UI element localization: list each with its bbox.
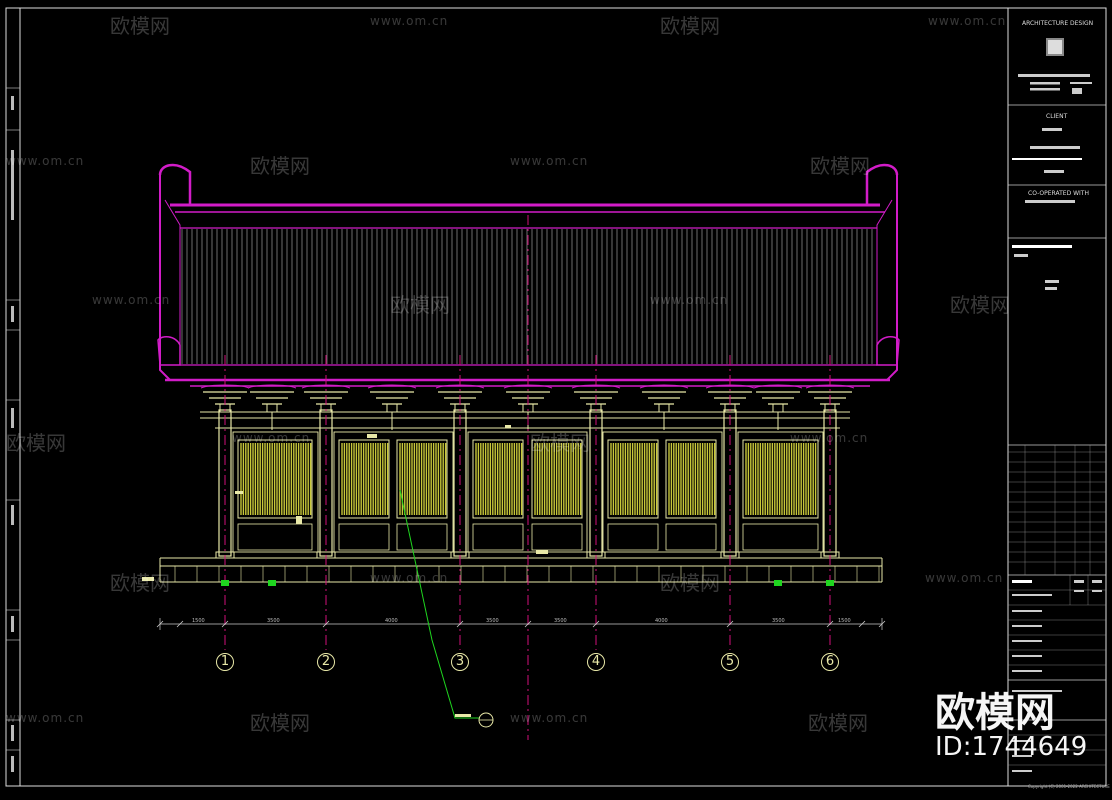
dimension-tick <box>456 620 464 628</box>
bracket-block <box>386 403 398 413</box>
door-panel-frame <box>742 439 819 519</box>
door-lower-panel <box>665 523 717 551</box>
title-block-marks <box>1012 38 1102 772</box>
axis-lines <box>221 355 834 650</box>
roof-right-mask <box>876 335 900 366</box>
title-block-lines <box>1008 104 1106 721</box>
left-strip-marks <box>11 96 14 772</box>
client-label: CLIENT <box>1046 113 1068 120</box>
dimension-tick <box>156 620 164 628</box>
drawing-tags <box>142 425 548 581</box>
dimension-tick <box>592 620 600 628</box>
dimension-text: 3500 <box>554 618 567 624</box>
axis-label-5: 5 <box>721 653 739 671</box>
dimension-tick <box>858 620 866 628</box>
dimension-text: 1500 <box>192 618 205 624</box>
base-platform <box>159 557 883 583</box>
roof-left-mask <box>157 335 181 366</box>
callout-leader <box>399 489 480 719</box>
bay-frame <box>333 431 454 553</box>
axis-label-1: 1 <box>216 653 234 671</box>
roof-right-edge <box>886 175 898 381</box>
door-panel-frame <box>607 439 659 519</box>
door-lower-panel <box>531 523 583 551</box>
door-lower-panel <box>396 523 448 551</box>
dimension-tick <box>322 620 330 628</box>
door-lower-panel <box>607 523 659 551</box>
bay-frame <box>737 431 824 553</box>
axis-foot-marker <box>826 580 834 586</box>
axis-foot-marker <box>221 580 229 586</box>
door-panels <box>232 431 824 553</box>
title-block-grid <box>1008 445 1106 766</box>
axis-label-3: 3 <box>451 653 469 671</box>
dimension-text: 3500 <box>772 618 785 624</box>
bay-frame <box>602 431 723 553</box>
roof-tile-rows <box>181 229 873 364</box>
axis-foot-marker <box>268 580 276 586</box>
roof-left-ridge-end <box>164 199 181 360</box>
axis-label-2: 2 <box>317 653 335 671</box>
door-lower-panel <box>237 523 313 551</box>
bracket-arm <box>247 384 297 389</box>
left-strip-cells <box>6 87 20 751</box>
roof-left-curl <box>158 163 192 205</box>
dimension-tick <box>826 620 834 628</box>
bracket <box>756 391 800 405</box>
axis-label-6: 6 <box>821 653 839 671</box>
bracket <box>370 391 414 405</box>
dimension-tick <box>524 620 532 628</box>
drawing-border <box>5 7 1107 787</box>
dimension-tick <box>221 620 229 628</box>
dimension-tick <box>176 620 184 628</box>
bay-frame <box>232 431 319 553</box>
bracket <box>250 391 294 405</box>
architecture-design-label: ARCHITECTURE DESIGN <box>1022 20 1094 27</box>
door-panel-frame <box>396 439 448 519</box>
bracket-block <box>658 403 670 413</box>
roof-right-ridge-end <box>876 199 893 360</box>
roof-left-edge <box>159 175 171 381</box>
door-lower-panel <box>742 523 819 551</box>
cooperated-with-label: CO-OPERATED WITH <box>1028 190 1089 197</box>
bracket <box>642 391 686 405</box>
door-panel-frame <box>338 439 390 519</box>
door-panel-frame <box>237 439 313 519</box>
architrave <box>200 411 850 429</box>
door-panel-frame <box>472 439 524 519</box>
axis-label-4: 4 <box>587 653 605 671</box>
callout-tag <box>455 714 471 717</box>
dimension-text: 4000 <box>385 618 398 624</box>
door-panel-frame <box>665 439 717 519</box>
bracket-arm <box>367 384 417 389</box>
copyright-text: Copyright (C) 2001-2022 ARCHITECTURE <box>1028 784 1110 789</box>
dimension-tick <box>726 620 734 628</box>
axis-foot-marker <box>774 580 782 586</box>
door-panel-frame <box>531 439 583 519</box>
bracket-arm <box>753 384 803 389</box>
dimension-text: 1500 <box>838 618 851 624</box>
bay-frame <box>467 431 588 553</box>
bracket-arm <box>639 384 689 389</box>
door-lower-panel <box>338 523 390 551</box>
base-stone-cells <box>174 566 880 582</box>
roof-right-curl <box>865 163 899 205</box>
bracket-block <box>266 403 278 413</box>
dimension-tick <box>878 620 886 628</box>
dimension-text: 3500 <box>267 618 280 624</box>
dimension-text: 3500 <box>486 618 499 624</box>
dimension-text: 4000 <box>655 618 668 624</box>
door-lower-panel <box>472 523 524 551</box>
bracket-block <box>772 403 784 413</box>
